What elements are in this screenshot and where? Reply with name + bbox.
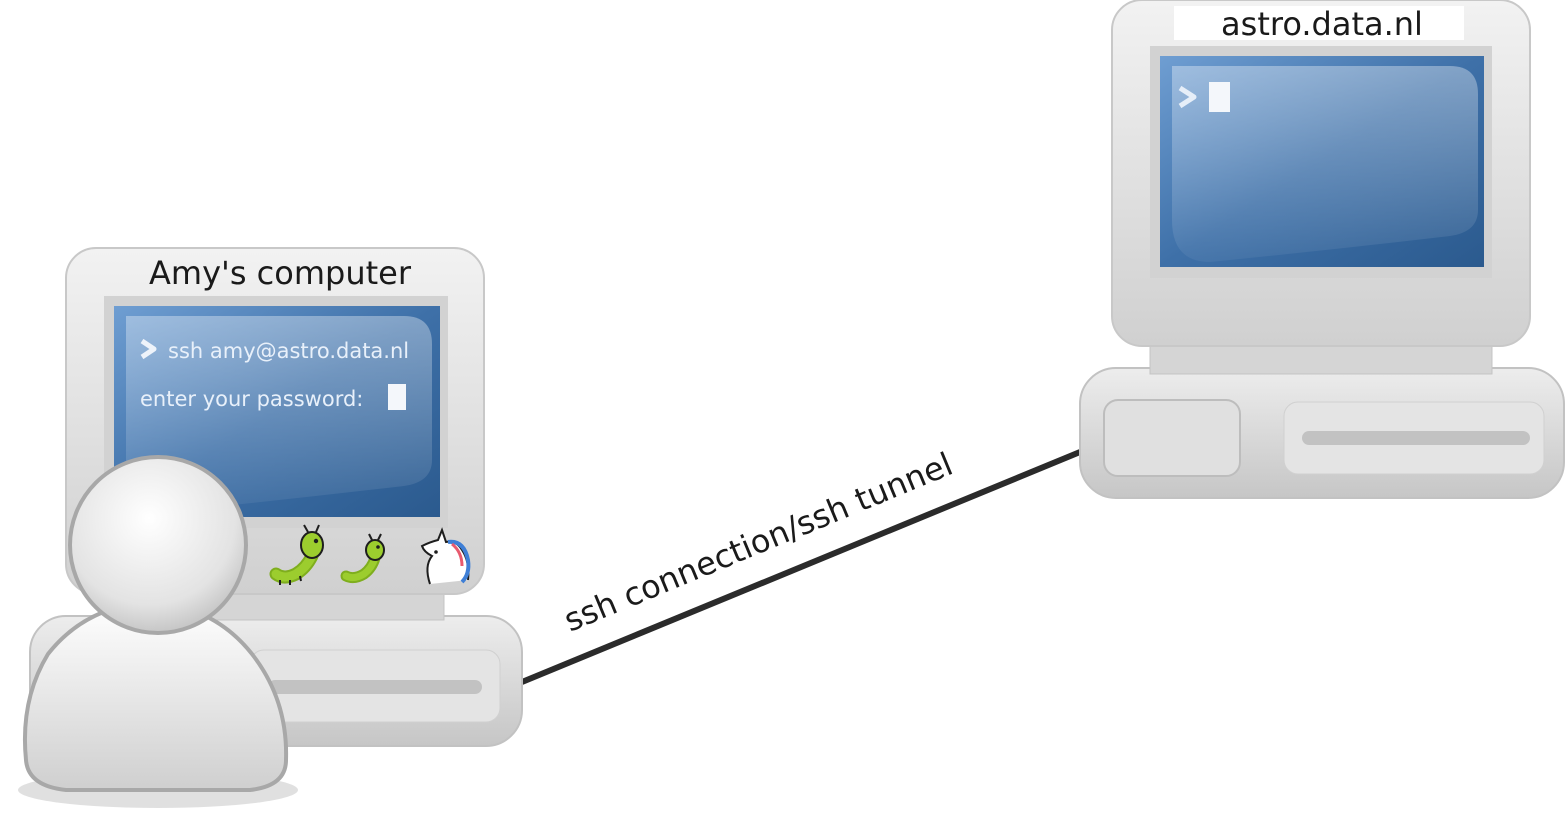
remote-computer: astro.data.nl: [1079, 0, 1565, 499]
caterpillar-icon: [269, 524, 324, 585]
user-icon: [18, 455, 298, 808]
ssh-connection-line: [520, 449, 1082, 685]
unicorn-icon: [420, 527, 471, 585]
local-computer-title: Amy's computer: [149, 254, 412, 292]
terminal-line-ssh-command: ssh amy@astro.data.nl: [168, 339, 409, 363]
cursor-block-icon: [388, 384, 406, 410]
prompt-chevron-icon: [140, 338, 157, 360]
terminal-line-password-prompt: enter your password:: [140, 387, 363, 411]
remote-computer-title: astro.data.nl: [1221, 5, 1423, 43]
prompt-chevron-icon: [1178, 85, 1197, 109]
cursor-block-icon: [1209, 82, 1230, 112]
connection-label: ssh connection/ssh tunnel: [559, 445, 958, 640]
caterpillar-icon: [340, 533, 385, 584]
